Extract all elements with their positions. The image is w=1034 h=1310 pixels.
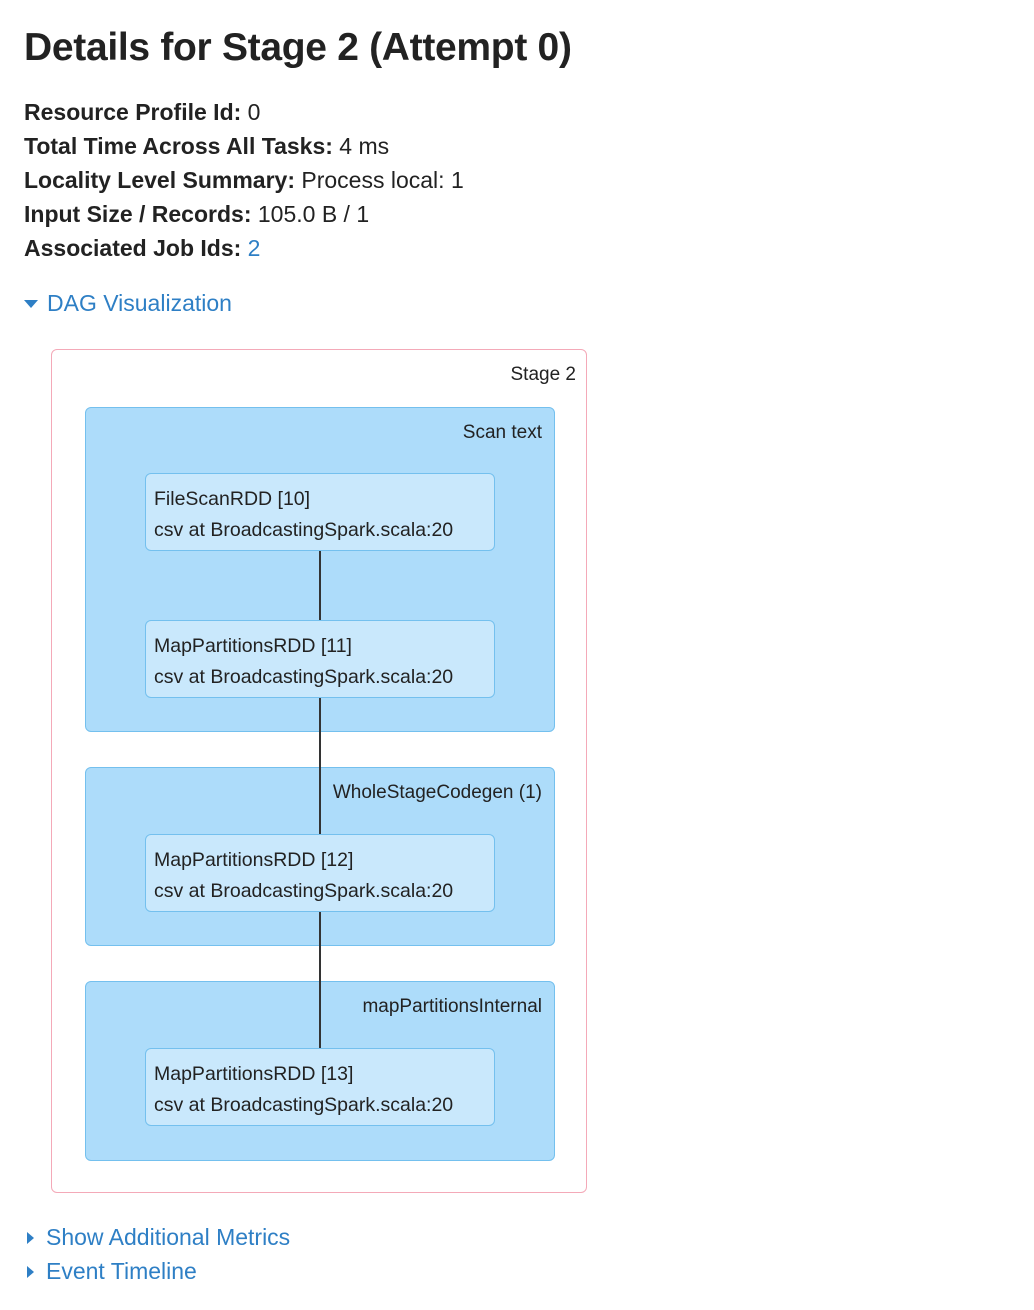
cluster-label: WholeStageCodegen (1) xyxy=(332,782,542,803)
show-additional-metrics-label: Show Additional Metrics xyxy=(46,1224,291,1250)
job-ids-label: Associated Job Ids: xyxy=(24,235,242,261)
locality-label: Locality Level Summary: xyxy=(24,167,295,193)
rdd-node-name: MapPartitionsRDD [13] xyxy=(154,1063,354,1085)
rdd-node-name: MapPartitionsRDD [11] xyxy=(154,635,352,657)
rdd-node-callsite: csv at BroadcastingSpark.scala:20 xyxy=(154,880,454,902)
total-time-label: Total Time Across All Tasks: xyxy=(24,133,333,159)
locality-row: Locality Level Summary: Process local: 1 xyxy=(24,163,464,197)
event-timeline-label: Event Timeline xyxy=(46,1258,197,1284)
total-time-row: Total Time Across All Tasks: 4 ms xyxy=(24,129,464,163)
page-title: Details for Stage 2 (Attempt 0) xyxy=(24,26,572,69)
rdd-node-mappartitionsrdd-12[interactable]: MapPartitionsRDD [12] csv at Broadcastin… xyxy=(145,834,495,912)
dag-edge xyxy=(319,911,321,1049)
cluster-label: mapPartitionsInternal xyxy=(362,996,542,1017)
dag-visualization-toggle[interactable]: DAG Visualization xyxy=(24,290,232,317)
stage-summary: Resource Profile Id: 0 Total Time Across… xyxy=(24,95,464,265)
job-ids-row: Associated Job Ids: 2 xyxy=(24,231,464,265)
rdd-node-mappartitionsrdd-13[interactable]: MapPartitionsRDD [13] csv at Broadcastin… xyxy=(145,1048,495,1126)
triangle-right-icon xyxy=(27,1231,34,1244)
locality-value: Process local: 1 xyxy=(301,167,464,193)
job-id-link[interactable]: 2 xyxy=(247,235,261,261)
dag-edge xyxy=(319,697,321,834)
rdd-node-filescanrdd-10[interactable]: FileScanRDD [10] csv at BroadcastingSpar… xyxy=(145,473,495,551)
rdd-node-name: FileScanRDD [10] xyxy=(154,488,311,510)
rdd-node-callsite: csv at BroadcastingSpark.scala:20 xyxy=(154,1094,454,1116)
input-size-row: Input Size / Records: 105.0 B / 1 xyxy=(24,197,464,231)
show-additional-metrics-toggle[interactable]: Show Additional Metrics xyxy=(24,1224,290,1251)
input-size-label: Input Size / Records: xyxy=(24,201,252,227)
stage-cluster-label: Stage 2 xyxy=(510,364,577,385)
rdd-node-callsite: csv at BroadcastingSpark.scala:20 xyxy=(154,666,454,688)
event-timeline-toggle[interactable]: Event Timeline xyxy=(24,1258,197,1285)
dag-edge xyxy=(319,551,321,620)
cluster-label: Scan text xyxy=(462,422,542,443)
resource-profile-label: Resource Profile Id: xyxy=(24,99,242,125)
total-time-value: 4 ms xyxy=(339,133,390,159)
rdd-node-mappartitionsrdd-11[interactable]: MapPartitionsRDD [11] csv at Broadcastin… xyxy=(145,620,495,698)
input-size-value: 105.0 B / 1 xyxy=(257,201,370,227)
triangle-right-icon xyxy=(27,1265,34,1278)
rdd-node-name: MapPartitionsRDD [12] xyxy=(154,849,354,871)
resource-profile-value: 0 xyxy=(247,99,261,125)
triangle-down-icon xyxy=(24,299,38,308)
rdd-node-callsite: csv at BroadcastingSpark.scala:20 xyxy=(154,519,454,541)
dag-visualization-label: DAG Visualization xyxy=(47,290,232,316)
resource-profile-row: Resource Profile Id: 0 xyxy=(24,95,464,129)
